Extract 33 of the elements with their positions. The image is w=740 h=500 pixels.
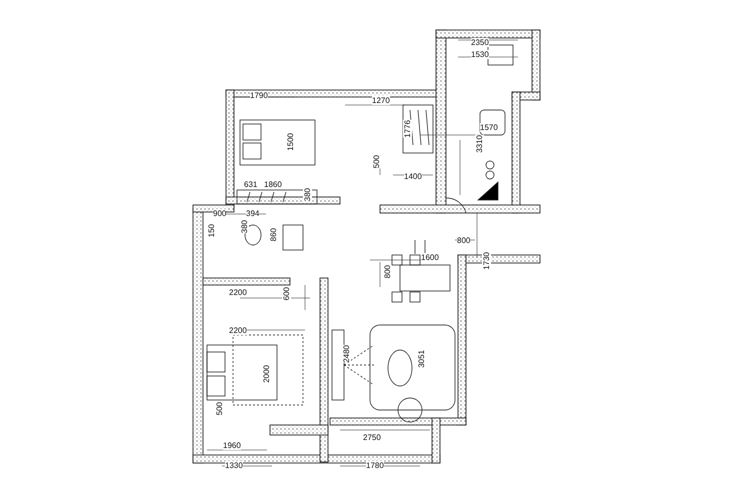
dimension-label: 1790 (250, 91, 268, 100)
dimension-label: 500 (372, 155, 381, 168)
dimension-label: 1570 (480, 123, 498, 132)
dimension-label: 2200 (229, 326, 247, 335)
dimension-label: 1270 (372, 96, 390, 105)
dimension-label: 150 (207, 224, 216, 238)
dimension-label: 2200 (229, 288, 247, 297)
dimension-label: 1730 (482, 252, 491, 270)
dimension-label: 860 (269, 228, 278, 242)
dimension-label: 1600 (421, 253, 439, 262)
dimension-label: 3310 (475, 135, 484, 153)
dimension-label: 380 (240, 220, 249, 234)
dimension-label: 500 (215, 402, 224, 416)
dimension-label: 1530 (471, 50, 489, 59)
dimension-label: 2350 (471, 38, 489, 47)
dimension-label: 631 (244, 180, 258, 189)
dimension-label: 800 (383, 265, 392, 278)
dimension-label: 1776 (403, 120, 412, 138)
dimension-label: 900 (213, 209, 226, 218)
dimension-label: 600 (282, 287, 291, 300)
dimension-label: 2750 (363, 433, 381, 442)
dimension-label: 1330 (225, 461, 243, 470)
dimension-label: 800 (457, 236, 470, 245)
dimension-label: 3051 (417, 350, 426, 368)
dimension-label: 394 (246, 209, 260, 218)
dimension-label: 2480 (342, 345, 351, 363)
dimension-label: 380 (303, 188, 312, 202)
dimension-label: 2000 (262, 365, 271, 383)
dimension-label: 1400 (404, 172, 422, 181)
dimension-label: 1860 (264, 180, 282, 189)
dimension-label: 1500 (286, 133, 295, 151)
dimension-label: 1780 (366, 461, 384, 470)
dimension-label: 1960 (223, 441, 241, 450)
